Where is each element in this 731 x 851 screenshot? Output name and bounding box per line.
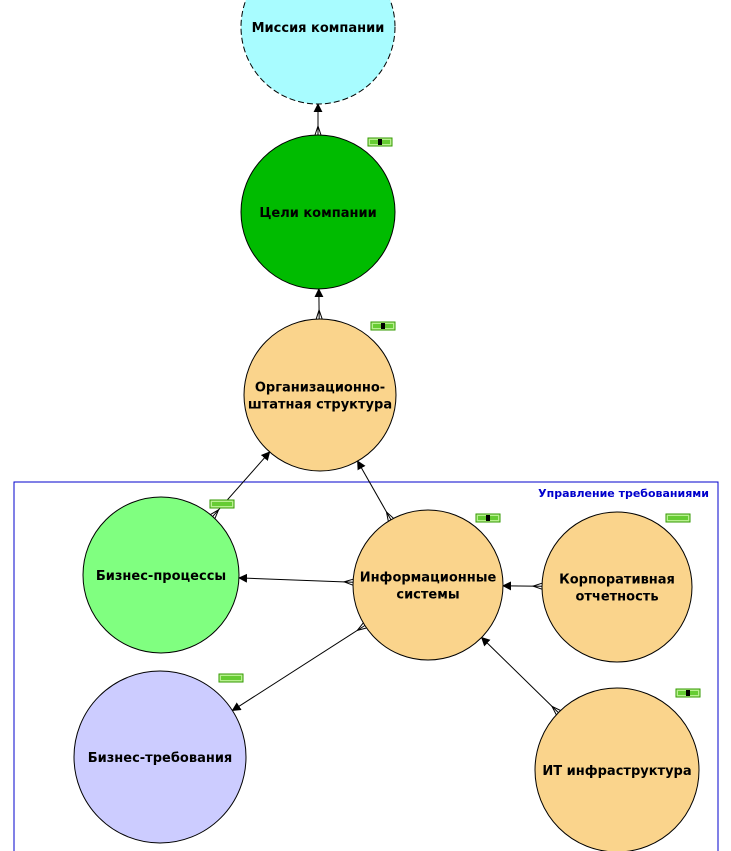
edge-goals-to-mission[interactable] xyxy=(313,103,323,136)
edge-is-to-org[interactable] xyxy=(357,460,394,522)
node-label: штатная структура xyxy=(248,398,392,413)
status-indicator-icon[interactable] xyxy=(218,673,244,683)
indicator-marker xyxy=(381,323,385,329)
node-label: ИТ инфраструктура xyxy=(542,764,691,779)
node-goals[interactable]: Цели компании xyxy=(240,134,396,290)
node-circle xyxy=(240,0,396,105)
edge-tail xyxy=(355,622,367,632)
node-label: Организационно- xyxy=(255,381,385,396)
edge-bp-to-org[interactable] xyxy=(210,451,271,519)
node-circle xyxy=(243,318,397,472)
node-label: Цели компании xyxy=(259,206,376,221)
status-indicator-icon[interactable] xyxy=(370,321,396,331)
node-circle xyxy=(73,670,247,844)
edge-org-to-goals[interactable] xyxy=(314,288,324,320)
indicator-marker xyxy=(378,139,382,145)
edge-it-to-is[interactable] xyxy=(480,636,561,716)
node-circle xyxy=(534,687,700,851)
edge-tail xyxy=(550,705,561,716)
node-report[interactable]: Корпоративная отчетность xyxy=(541,511,693,663)
status-indicator-icon[interactable] xyxy=(475,513,501,523)
node-label: Бизнес-требования xyxy=(88,751,233,766)
node-org[interactable]: Организационно-штатная структура xyxy=(243,318,397,472)
edge-is-to-req[interactable] xyxy=(231,622,367,712)
node-label: Бизнес-процессы xyxy=(96,569,226,584)
node-req[interactable]: Бизнес-требования xyxy=(73,670,247,844)
status-indicator-icon[interactable] xyxy=(665,513,691,523)
node-circle xyxy=(82,496,240,654)
indicator-bar xyxy=(212,502,232,506)
edge-tail xyxy=(210,508,220,519)
node-mission[interactable]: Миссия компании xyxy=(240,0,396,105)
group-frame xyxy=(13,481,719,851)
edge-tail xyxy=(314,124,322,136)
node-label: системы xyxy=(396,588,459,603)
edge-line xyxy=(231,625,366,712)
edge-tail xyxy=(315,308,323,320)
edge-line xyxy=(357,460,392,521)
node-label: Корпоративная xyxy=(559,573,675,588)
node-it[interactable]: ИТ инфраструктура xyxy=(534,687,701,851)
indicator-bar xyxy=(668,516,688,520)
edge-tail xyxy=(531,582,543,590)
status-indicator-icon[interactable] xyxy=(367,137,393,147)
edge-line xyxy=(480,636,559,713)
node-is[interactable]: Информационные системы xyxy=(352,509,504,661)
status-indicator-icon[interactable] xyxy=(675,688,701,698)
edge-report-to-is[interactable] xyxy=(502,581,543,591)
node-bp[interactable]: Бизнес-процессы xyxy=(82,496,240,654)
node-circle xyxy=(240,134,396,290)
indicator-bar xyxy=(221,676,241,680)
node-label: Миссия компании xyxy=(252,21,385,36)
status-indicator-icon[interactable] xyxy=(209,499,235,509)
node-circle xyxy=(352,509,504,661)
indicator-marker xyxy=(686,690,690,696)
edge-tail xyxy=(342,578,354,586)
edge-tail xyxy=(385,510,394,522)
node-label: Информационные xyxy=(360,571,497,586)
node-circle xyxy=(541,511,693,663)
edge-line xyxy=(238,573,354,583)
node-label: отчетность xyxy=(575,590,658,605)
indicator-marker xyxy=(486,515,490,521)
edges-layer xyxy=(210,103,561,716)
group-label: Управление требованиями xyxy=(538,487,709,500)
edge-is-to-bp[interactable] xyxy=(238,573,354,586)
group-requirements-management[interactable]: Управление требованиями xyxy=(13,481,719,851)
